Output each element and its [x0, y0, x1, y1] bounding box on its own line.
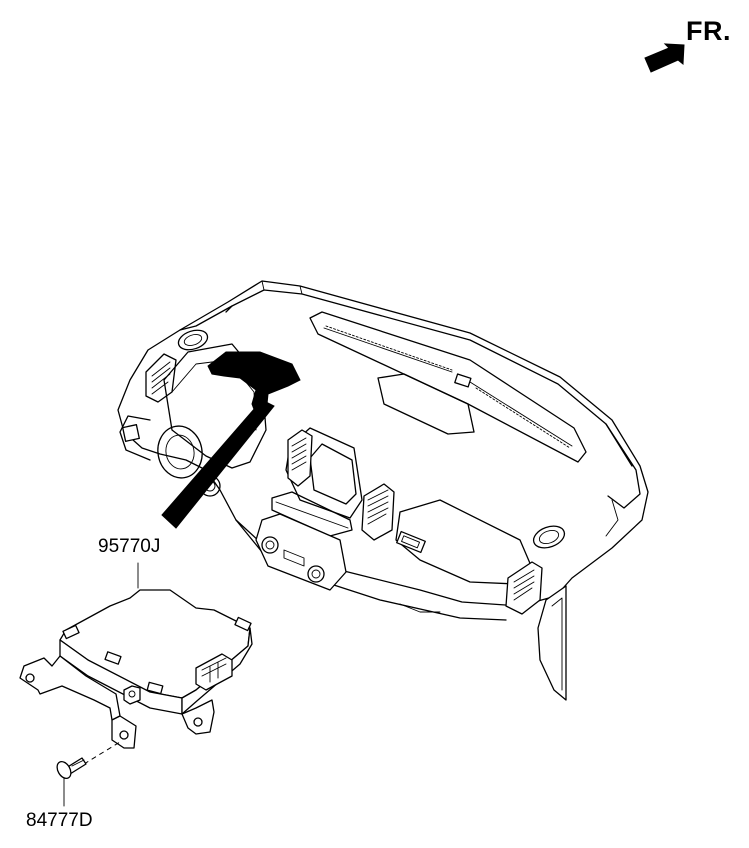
- defroster-grille: [325, 325, 571, 449]
- part-number-label: 84777D: [26, 810, 93, 831]
- front-direction-label: FR.: [686, 16, 731, 46]
- part-number-label: 95770J: [98, 536, 161, 557]
- front-direction-arrow-icon: [644, 43, 685, 73]
- control-module-illustration: [19, 562, 253, 749]
- screw-illustration: [56, 741, 121, 807]
- dashboard-panel-illustration: [117, 280, 649, 701]
